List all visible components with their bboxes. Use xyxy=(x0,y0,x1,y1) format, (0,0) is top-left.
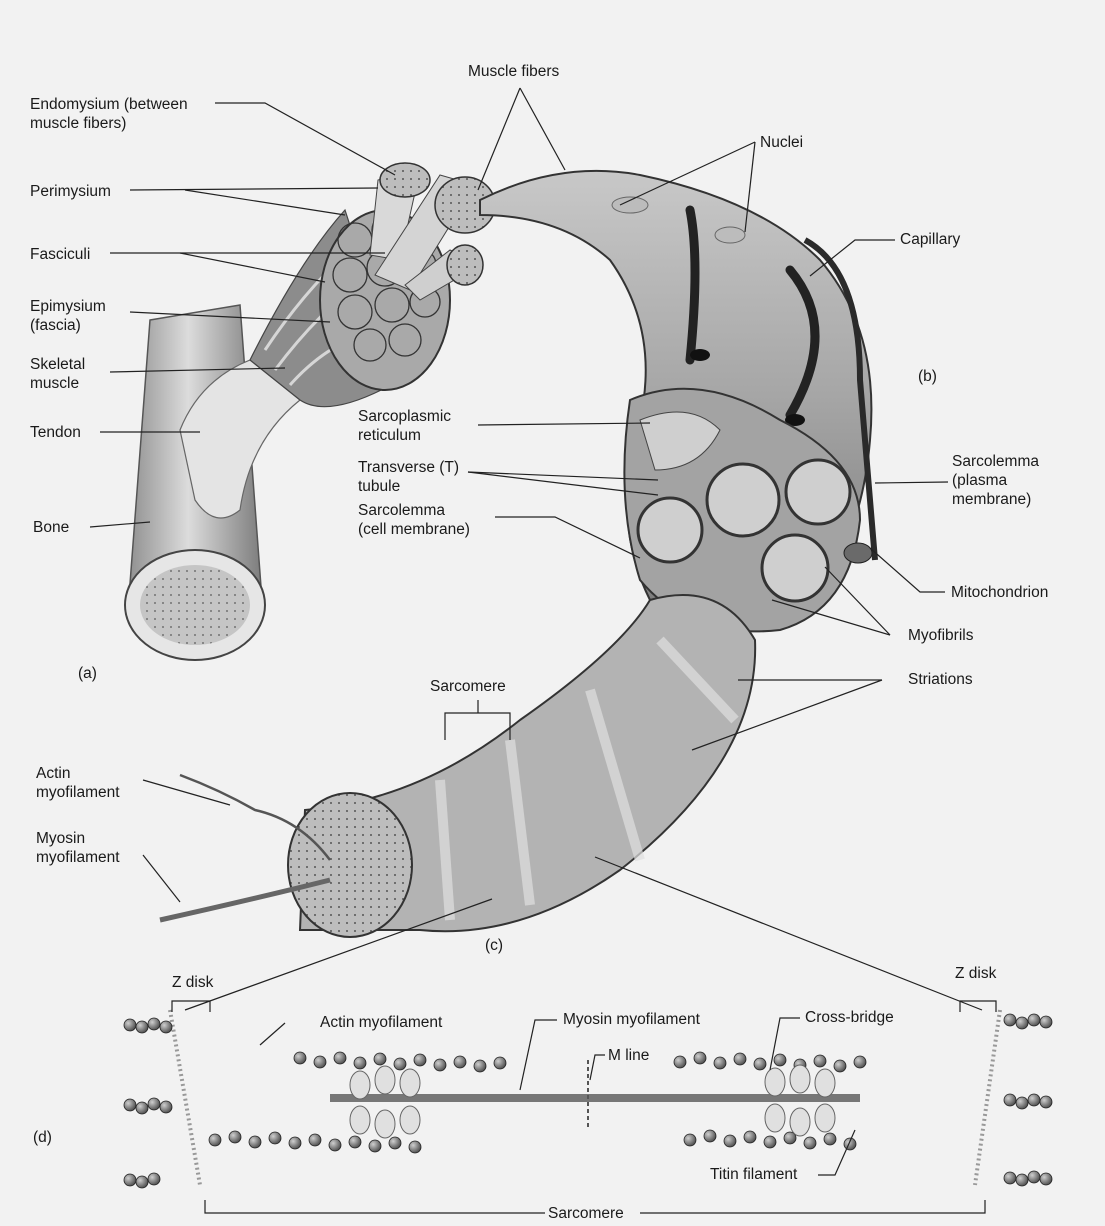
label-capillary: Capillary xyxy=(900,230,960,249)
label-mitochondrion: Mitochondrion xyxy=(951,583,1048,602)
label-endomysium: Endomysium (between muscle fibers) xyxy=(30,95,188,133)
label-t-tubule: Transverse (T) tubule xyxy=(358,458,459,496)
label-actin-myofilament: Actin myofilament xyxy=(36,764,120,802)
label-sarcolemma-cell: Sarcolemma (cell membrane) xyxy=(358,501,470,539)
label-myosin-myofilament: Myosin myofilament xyxy=(36,829,120,867)
panel-c-label: (c) xyxy=(485,936,503,955)
label-epimysium: Epimysium (fascia) xyxy=(30,297,106,335)
panel-b-label: (b) xyxy=(918,367,937,386)
label-actin-d: Actin myofilament xyxy=(320,1013,442,1032)
label-titin: Titin filament xyxy=(710,1165,797,1184)
label-nuclei: Nuclei xyxy=(760,133,803,152)
label-tendon: Tendon xyxy=(30,423,81,442)
panel-d-label: (d) xyxy=(33,1128,52,1147)
panel-a-label: (a) xyxy=(78,664,97,683)
label-myosin-d: Myosin myofilament xyxy=(563,1010,700,1029)
fascicle-bundles xyxy=(370,163,495,300)
label-myofibrils: Myofibrils xyxy=(908,626,973,645)
label-sarcolemma-plasma: Sarcolemma (plasma membrane) xyxy=(952,452,1039,509)
label-skeletal-muscle: Skeletal muscle xyxy=(30,355,85,393)
label-z-disk-left: Z disk xyxy=(172,973,213,992)
label-m-line: M line xyxy=(608,1046,649,1065)
label-perimysium: Perimysium xyxy=(30,182,111,201)
label-sarcoplasmic-reticulum: Sarcoplasmic reticulum xyxy=(358,407,451,445)
label-sarcomere-d: Sarcomere xyxy=(548,1204,624,1223)
label-sarcomere-c: Sarcomere xyxy=(430,677,506,696)
myofibril xyxy=(160,595,755,937)
sarcomere-diagram xyxy=(124,1010,1052,1188)
muscle-fiber xyxy=(480,171,875,632)
label-bone: Bone xyxy=(33,518,69,537)
label-striations: Striations xyxy=(908,670,973,689)
label-muscle-fibers: Muscle fibers xyxy=(468,62,559,81)
label-z-disk-right: Z disk xyxy=(955,964,996,983)
label-fasciculi: Fasciculi xyxy=(30,245,90,264)
label-cross-bridge: Cross-bridge xyxy=(805,1008,894,1027)
